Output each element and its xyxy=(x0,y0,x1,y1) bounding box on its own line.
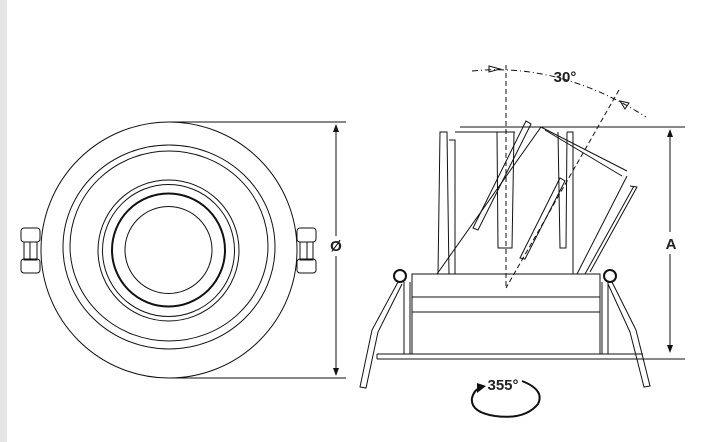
lens-aperture xyxy=(124,206,213,294)
fixture-body xyxy=(437,126,685,275)
outer-trim-ring xyxy=(40,121,298,379)
side-view: 30° A 355° xyxy=(359,65,685,418)
rotation-angle-label: 355° xyxy=(487,377,518,394)
lens-ring-outer xyxy=(97,179,240,322)
tilt-angle-label: 30° xyxy=(554,69,577,86)
lens-ring-mid xyxy=(102,184,235,317)
height-label: A xyxy=(666,236,677,253)
bezel-ring-outer xyxy=(62,144,276,350)
right-spring-clip xyxy=(296,227,317,274)
page-left-border xyxy=(0,0,7,442)
tilted-module xyxy=(436,120,638,275)
rotation-arrow-icon xyxy=(470,380,541,418)
bezel-ring-inner xyxy=(69,150,269,342)
left-spring-clip xyxy=(20,227,41,274)
reflector-ring xyxy=(111,192,226,308)
front-view: Ø xyxy=(20,121,346,379)
trim-bezel xyxy=(376,273,685,360)
diameter-label: Ø xyxy=(330,238,342,255)
diameter-dimension xyxy=(170,121,346,379)
height-dimension xyxy=(667,129,673,353)
left-spring-clip-side xyxy=(359,269,411,389)
axis-lines xyxy=(471,65,647,289)
right-spring-clip-side xyxy=(601,269,651,388)
